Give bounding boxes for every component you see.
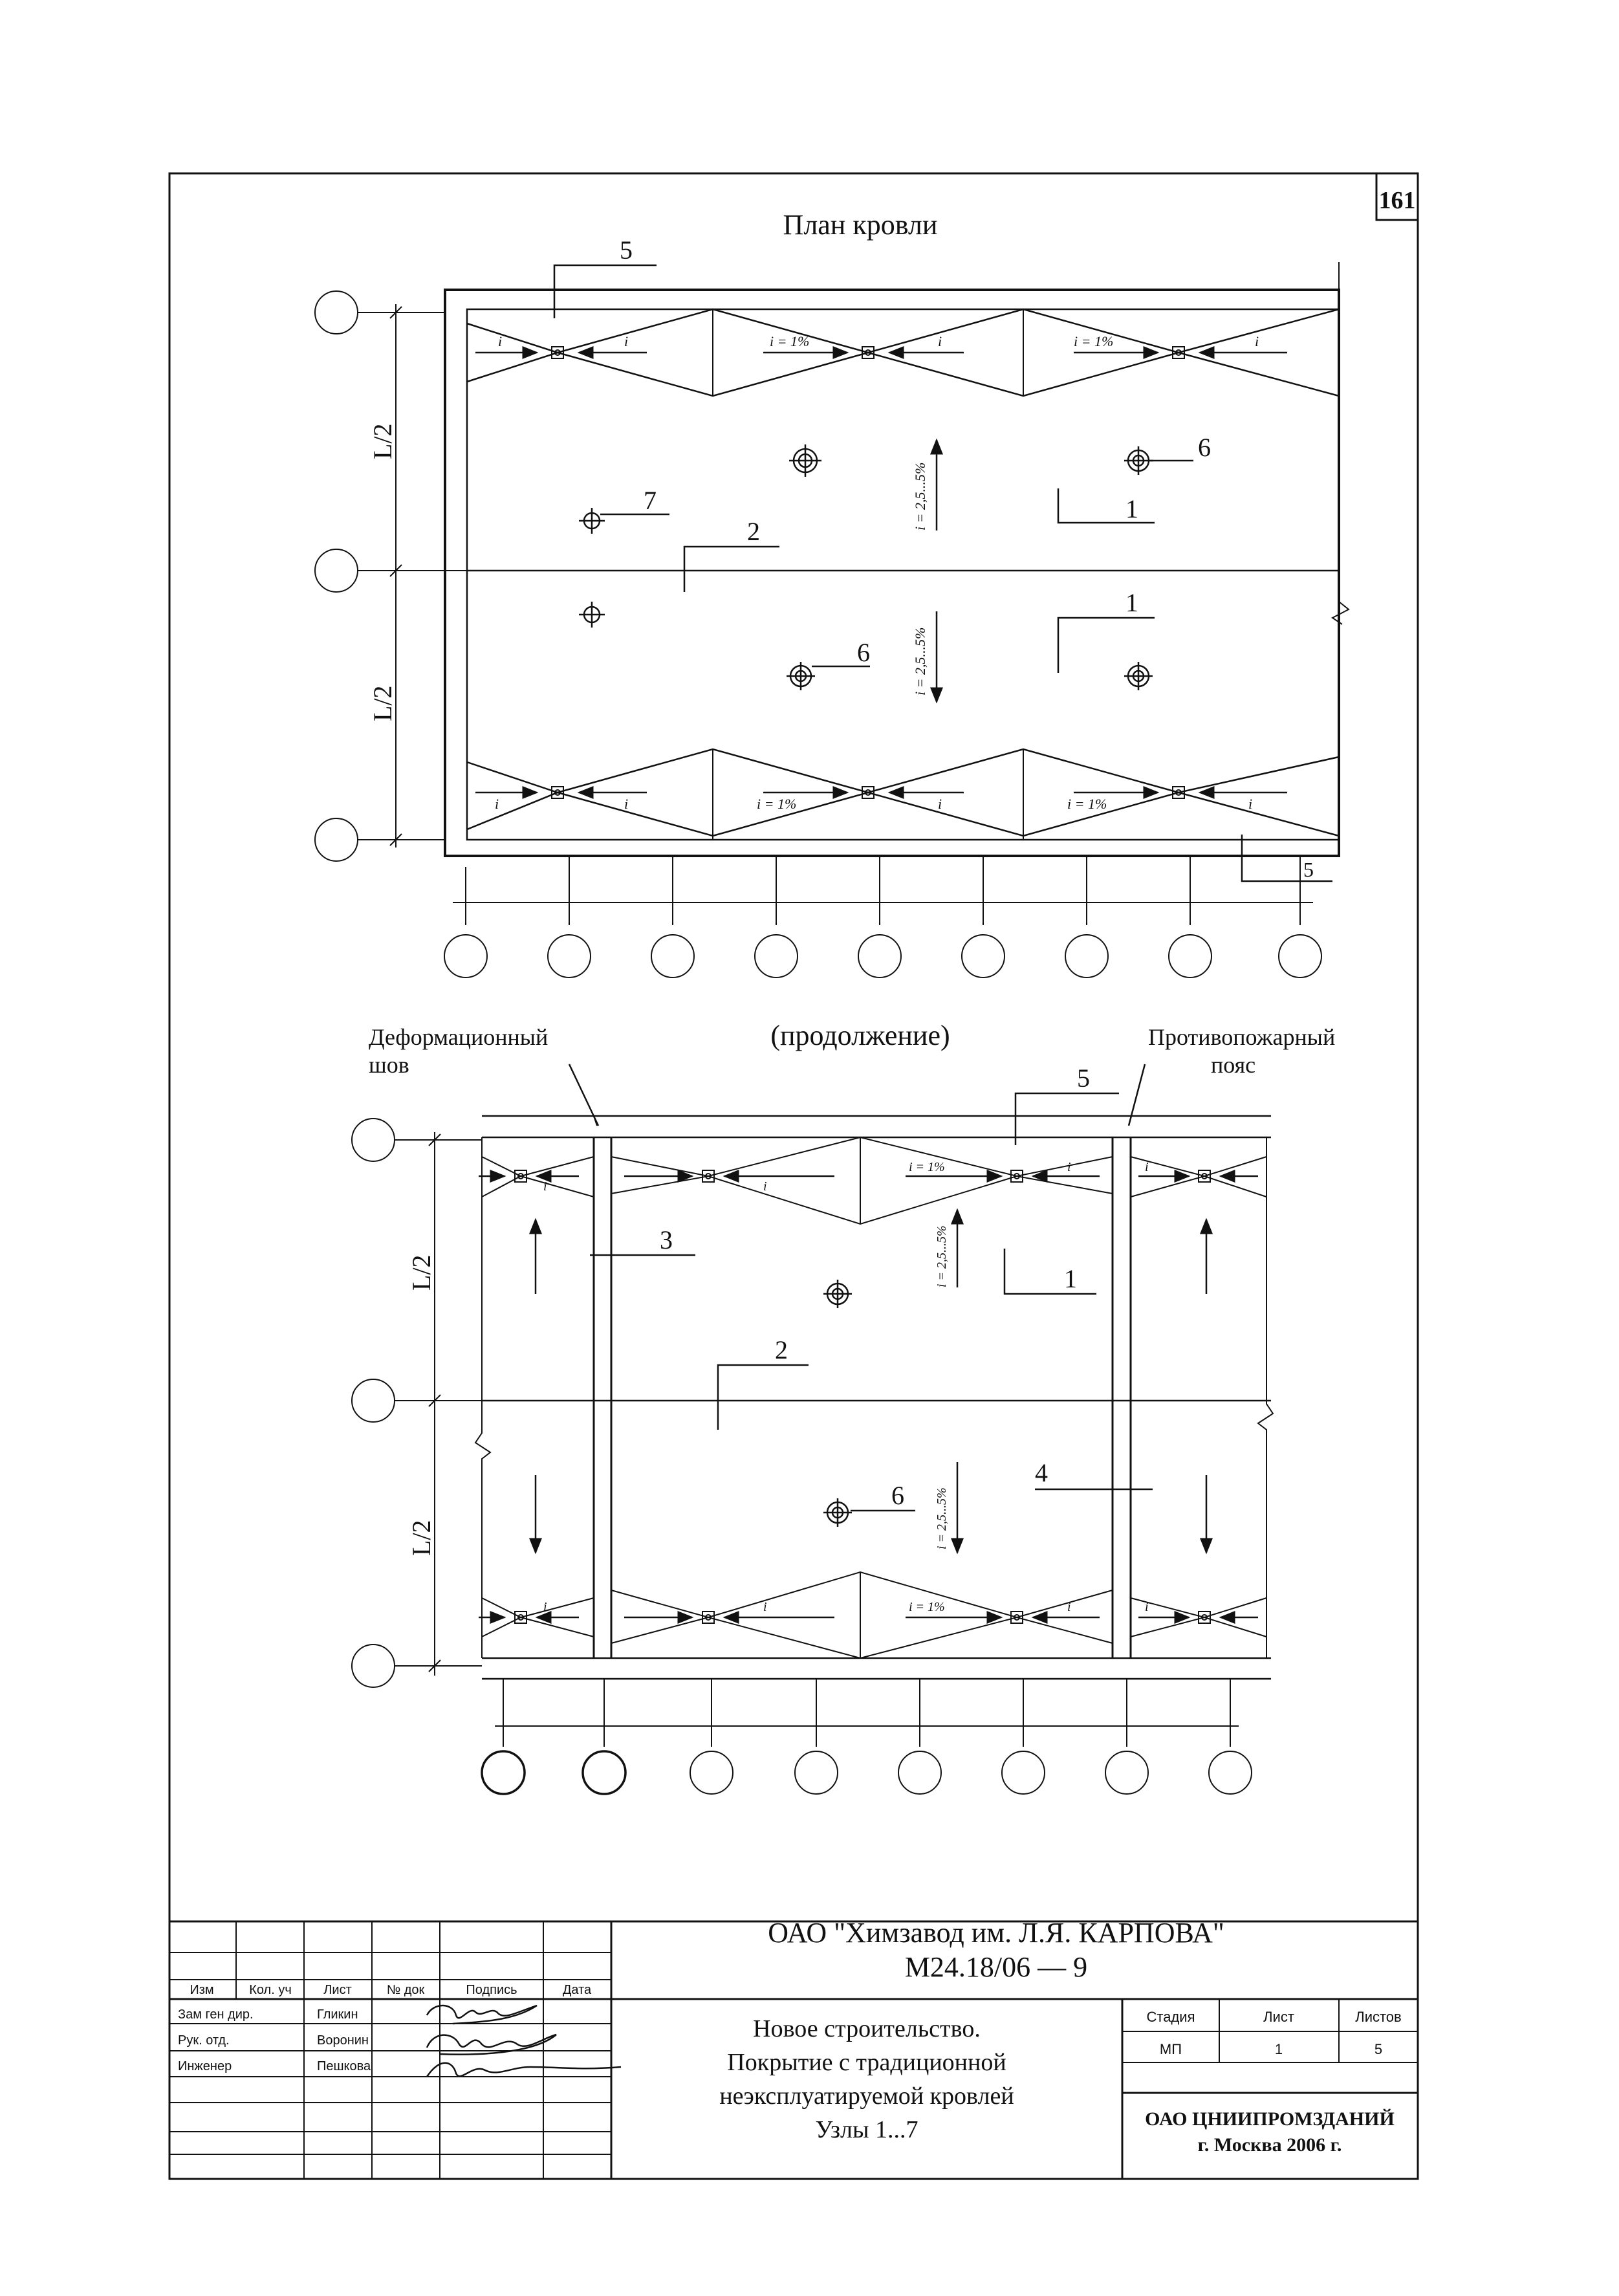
stage-header: Стадия	[1147, 2009, 1195, 2025]
callout-1-upper-b: 1	[1125, 588, 1138, 617]
half-span-lower-a: L/2	[407, 1254, 436, 1291]
callout-1-lower: 1	[1064, 1264, 1077, 1293]
upper-plan	[444, 262, 1350, 857]
svg-text:i = 1%: i = 1%	[909, 1600, 945, 1614]
callout-5-lower: 5	[1077, 1064, 1090, 1093]
description-line-2: Покрытие с традиционной	[727, 2049, 1006, 2076]
svg-text:i: i	[1255, 333, 1259, 349]
company-name: ОАО "Химзавод им. Л.Я. КАРПОВА"	[768, 1917, 1224, 1949]
description-line-3: неэксплуатируемой кровлей	[719, 2083, 1014, 2110]
svg-text:i: i	[1145, 1600, 1149, 1614]
half-span-lower-b: L/2	[407, 1520, 436, 1556]
slope-label-lower-2: i = 2,5...5%	[935, 1487, 949, 1549]
slope-label-upper-2: i = 2,5...5%	[912, 628, 928, 695]
lower-plan	[474, 1115, 1274, 1680]
svg-text:i: i	[495, 796, 499, 812]
sheets-value: 5	[1375, 2041, 1382, 2057]
callout-5-top: 5	[620, 235, 633, 265]
svg-text:i = 1%: i = 1%	[757, 796, 796, 812]
plan-title: План кровли	[783, 209, 938, 241]
name-head: Воронин	[317, 2033, 369, 2048]
description-line-4: Узлы 1...7	[815, 2116, 918, 2143]
funnel-icons-lower	[514, 1170, 1211, 1624]
svg-text:i: i	[763, 1600, 767, 1614]
svg-text:i: i	[498, 333, 502, 349]
svg-text:i: i	[543, 1179, 547, 1194]
roof-funnel-icons-lower	[823, 1280, 852, 1527]
bottom-dimension-upper	[444, 856, 1322, 978]
callout-6-lower: 6	[891, 1481, 904, 1510]
callout-1-upper-a: 1	[1125, 494, 1138, 523]
callout-3-lower: 3	[660, 1225, 673, 1254]
sheet-header: Лист	[1263, 2009, 1294, 2025]
svg-text:i = 1%: i = 1%	[1074, 333, 1113, 349]
main-slope-arrows-lower	[529, 1208, 1213, 1555]
col-date: Дата	[563, 1983, 592, 1997]
left-dimension-upper	[314, 290, 467, 862]
title-block	[169, 1920, 1418, 2179]
role-engineer: Инженер	[178, 2059, 232, 2073]
slope-label-lower-1: i = 2,5...5%	[935, 1225, 949, 1287]
col-list: Лист	[323, 1983, 351, 1997]
svg-text:i = 1%: i = 1%	[1067, 796, 1107, 812]
funnel-icons-upper	[551, 346, 1185, 799]
sheet-value: 1	[1275, 2041, 1283, 2057]
name-deputy: Гликин	[317, 2007, 358, 2022]
firebreak-label-2: пояс	[1211, 1052, 1255, 1078]
role-deputy: Зам ген дир.	[178, 2007, 254, 2022]
role-head: Рук. отд.	[178, 2033, 230, 2048]
svg-text:i: i	[624, 796, 628, 812]
continuation-title: (продолжение)	[770, 1020, 950, 1051]
city-year: г. Москва 2006 г.	[1198, 2134, 1342, 2156]
svg-text:i: i	[1145, 1160, 1149, 1174]
col-doc: № док	[387, 1983, 425, 1997]
callout-2-upper: 2	[747, 517, 760, 546]
svg-text:i: i	[938, 333, 942, 349]
svg-text:i = 1%: i = 1%	[909, 1160, 945, 1174]
svg-text:i: i	[543, 1600, 547, 1614]
organization-name: ОАО ЦНИИПРОМЗДАНИЙ	[1145, 2108, 1395, 2130]
col-signature: Подпись	[466, 1983, 517, 1997]
slope-label-upper-1: i = 2,5...5%	[912, 463, 928, 530]
name-engineer: Пешкова	[317, 2059, 371, 2073]
sheet-frame	[168, 172, 1419, 2180]
expansion-joint-label-1: Деформационный	[369, 1024, 548, 1050]
svg-text:i: i	[624, 333, 628, 349]
expansion-joint-label-2: шов	[369, 1052, 409, 1078]
svg-text:i: i	[1067, 1600, 1071, 1614]
leaders-upper	[553, 264, 1332, 882]
handwritten-signatures	[426, 2004, 622, 2077]
svg-text:i: i	[1067, 1160, 1071, 1174]
document-code: М24.18/06 — 9	[905, 1951, 1087, 1983]
svg-text:i: i	[763, 1179, 767, 1194]
callout-5-bottom: 5	[1303, 858, 1314, 881]
callout-6-upper-a: 6	[1198, 433, 1211, 462]
description-line-1: Новое строительство.	[753, 2015, 981, 2042]
half-span-upper-b: L/2	[368, 685, 397, 721]
svg-text:i: i	[1248, 796, 1252, 812]
svg-text:i = 1%: i = 1%	[770, 333, 809, 349]
sheet-number: 161	[1379, 187, 1416, 214]
bottom-dimension-lower	[481, 1679, 1252, 1795]
callout-2-lower: 2	[775, 1335, 788, 1364]
sheet-number-box	[1375, 172, 1419, 221]
firebreak-label-1: Противопожарный	[1148, 1024, 1335, 1050]
stage-value: МП	[1160, 2041, 1182, 2057]
gutter-slope-arrows-lower	[479, 1170, 1258, 1624]
callout-6-upper-b: 6	[857, 638, 870, 667]
col-izm: Изм	[190, 1983, 213, 1997]
leaders-lower	[568, 1064, 1153, 1512]
roof-funnel-icons-upper	[579, 444, 1153, 690]
gutter-slope-labels-lower: i i i = 1% i i i i i = 1% i i	[543, 1160, 1149, 1614]
callout-7-upper: 7	[644, 486, 657, 515]
col-kol-uch: Кол. уч	[249, 1983, 292, 1997]
half-span-upper-a: L/2	[368, 423, 397, 459]
sheets-header: Листов	[1355, 2009, 1401, 2025]
left-dimension-lower	[351, 1118, 482, 1688]
gutter-slope-arrows-upper	[475, 346, 1287, 799]
callout-4-lower: 4	[1035, 1458, 1048, 1487]
svg-text:i: i	[938, 796, 942, 812]
gutter-slope-labels-upper: i i i = 1% i i = 1% i i i i = 1% i i = 1…	[495, 333, 1259, 812]
